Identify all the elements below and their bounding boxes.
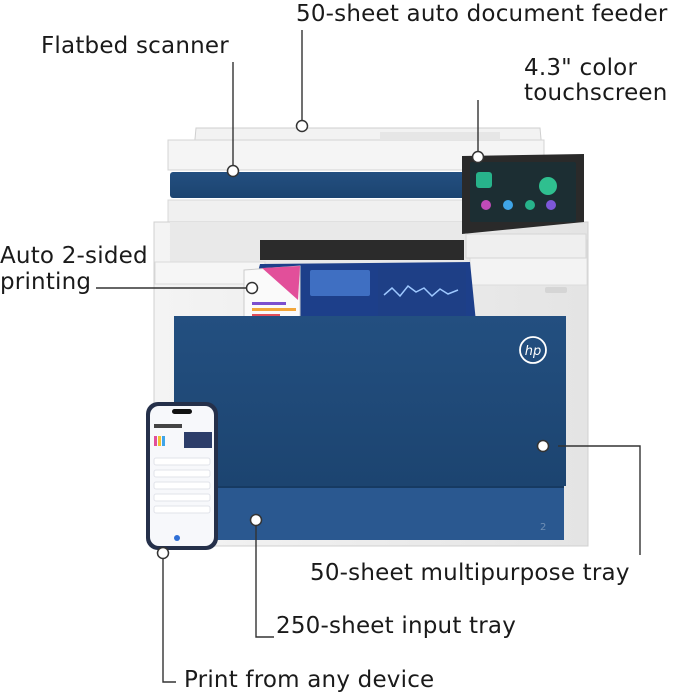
mp-tray-label: 50-sheet multipurpose tray — [310, 560, 630, 586]
callout-lines — [96, 30, 641, 683]
duplex-label-line1: Auto 2-sided — [0, 243, 148, 269]
front-panel: hp 2 — [174, 316, 566, 540]
output-tray — [243, 240, 476, 327]
any-device-label: Print from any device — [184, 667, 435, 693]
callout-markers — [156, 119, 550, 560]
flatbed-marker — [226, 164, 240, 178]
device-marker — [156, 546, 170, 560]
touchscreen — [462, 154, 587, 259]
touchscreen-label-line2: touchscreen — [524, 80, 668, 106]
hp-logo-text: hp — [525, 344, 542, 359]
input-tray-label: 250-sheet input tray — [276, 613, 517, 639]
smartphone — [146, 402, 218, 550]
duplex-marker — [245, 281, 259, 295]
input-tray-marker — [249, 513, 263, 527]
touchscreen-marker — [471, 150, 485, 164]
flatbed-scanner — [167, 172, 469, 223]
adf-label: 50-sheet auto document feeder — [296, 1, 668, 27]
hp-logo — [519, 336, 547, 364]
mp-tray-marker — [536, 439, 550, 453]
touchscreen-label-line1: 4.3" color — [524, 55, 638, 81]
flatbed-label: Flatbed scanner — [41, 33, 229, 59]
tray-number: 2 — [540, 522, 546, 533]
duplex-label-line2: printing — [0, 269, 92, 295]
adf-marker — [295, 119, 309, 133]
